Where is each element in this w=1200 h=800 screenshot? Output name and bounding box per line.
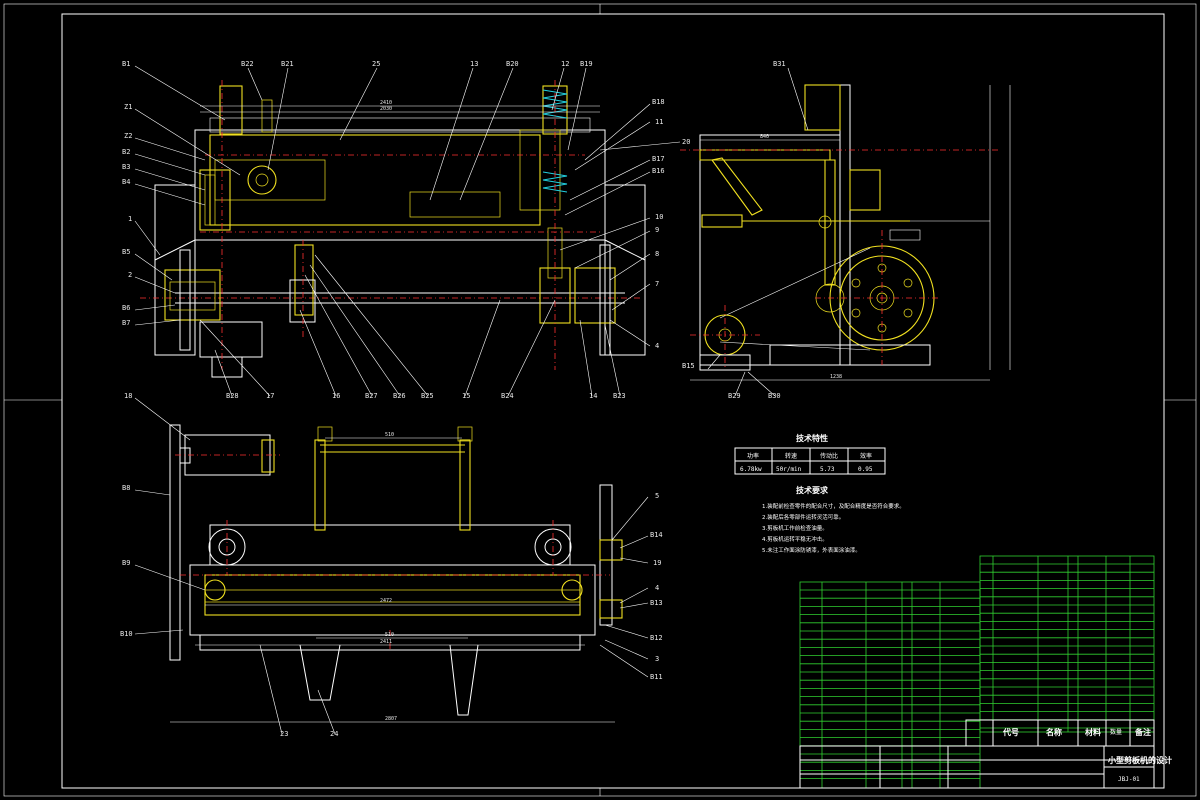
spec-value: 5.73 bbox=[820, 466, 835, 473]
callout-label: 15 bbox=[462, 392, 470, 400]
callout-label: B5 bbox=[122, 248, 130, 256]
callout-label: 3 bbox=[655, 655, 659, 663]
callout-label: 14 bbox=[589, 392, 597, 400]
callout-label: 2 bbox=[128, 271, 132, 279]
callout-label: 25 bbox=[372, 60, 380, 68]
callout-label: B13 bbox=[650, 599, 663, 607]
tech-req-item: 4.剪板机运转平稳无冲击。 bbox=[762, 535, 828, 543]
title-block: 代号 名称 材料 数量 备注 小型剪板机的设计 JBJ-01 bbox=[799, 719, 1172, 789]
plan-view: 2807 2411 2472 510 510 bbox=[134, 397, 649, 735]
callout-label: B21 bbox=[281, 60, 294, 68]
callout-label: 11 bbox=[655, 118, 663, 126]
callout-label: 5 bbox=[655, 492, 659, 500]
callout-label: B24 bbox=[501, 392, 514, 400]
callout-label: B7 bbox=[122, 319, 130, 327]
callout-label: 12 bbox=[561, 60, 569, 68]
tech-req-item: 3.剪板机工作前检查油量。 bbox=[762, 524, 828, 532]
callout-label: B11 bbox=[650, 673, 663, 681]
callout-label: B17 bbox=[652, 155, 665, 163]
callout-label: Z1 bbox=[124, 103, 132, 111]
col-qty: 数量 bbox=[1110, 728, 1122, 736]
callout-label: 20 bbox=[682, 138, 690, 146]
callout-label: B1 bbox=[122, 60, 130, 68]
callout-label: B9 bbox=[122, 559, 130, 567]
drawing-number: JBJ-01 bbox=[1118, 776, 1140, 783]
callout-label: B23 bbox=[613, 392, 626, 400]
svg-text:2411: 2411 bbox=[380, 639, 392, 645]
spec-value: 6.78kw bbox=[740, 466, 762, 473]
drawing-title: 小型剪板机的设计 bbox=[1107, 755, 1172, 765]
callout-label: B14 bbox=[650, 531, 663, 539]
callout-label: B3 bbox=[122, 163, 130, 171]
tech-spec-title: 技术特性 bbox=[796, 433, 828, 443]
spec-header: 传动比 bbox=[820, 452, 838, 460]
side-view: 1238 840 bbox=[680, 67, 1011, 397]
tech-requirements: 技术要求 1.装配前检查零件的配合尺寸，及配合精度是否符合要求。 2.装配后各零… bbox=[762, 485, 905, 554]
callout-label: B2 bbox=[122, 148, 130, 156]
callout-label: B25 bbox=[421, 392, 434, 400]
parts-list-rows bbox=[800, 563, 1154, 779]
col-material: 材料 bbox=[1085, 727, 1101, 737]
callout-label: 13 bbox=[470, 60, 478, 68]
spec-value: 0.95 bbox=[858, 466, 873, 473]
callout-label: B28 bbox=[226, 392, 239, 400]
callout-label: B10 bbox=[120, 630, 133, 638]
spec-header: 效率 bbox=[860, 452, 872, 460]
callout-label: B29 bbox=[728, 392, 741, 400]
callout-label: 4 bbox=[655, 584, 659, 592]
callout-label: B8 bbox=[122, 484, 130, 492]
svg-text:510: 510 bbox=[385, 632, 394, 638]
svg-text:2410: 2410 bbox=[380, 100, 392, 106]
col-note: 备注 bbox=[1134, 727, 1151, 737]
callout-label: B26 bbox=[393, 392, 406, 400]
tech-req-item: 2.装配后各零部件运转灵活可靠。 bbox=[762, 513, 844, 521]
tech-spec-table: 技术特性 功率 转速 传动比 效率 6.78kw 50r/min 5.73 0.… bbox=[734, 433, 886, 475]
callout-label: B30 bbox=[768, 392, 781, 400]
callout-label: 10 bbox=[655, 213, 663, 221]
svg-text:1238: 1238 bbox=[830, 374, 842, 380]
callout-label: B20 bbox=[506, 60, 519, 68]
spec-header: 功率 bbox=[747, 452, 759, 460]
callout-label: 23 bbox=[280, 730, 288, 738]
callout-label: B22 bbox=[241, 60, 254, 68]
tech-req-title: 技术要求 bbox=[796, 485, 829, 495]
front-view: 2410 2030 bbox=[134, 65, 681, 397]
spec-header: 转速 bbox=[785, 452, 797, 460]
callout-label: B4 bbox=[122, 178, 130, 186]
sheet-inner-border bbox=[61, 13, 1165, 789]
svg-text:2030: 2030 bbox=[380, 106, 392, 112]
callout-label: B31 bbox=[773, 60, 786, 68]
svg-text:2472: 2472 bbox=[380, 598, 392, 604]
callout-label: B15 bbox=[682, 362, 695, 370]
col-code: 代号 bbox=[1002, 727, 1019, 737]
callout-label: B16 bbox=[652, 167, 665, 175]
callout-label: B19 bbox=[580, 60, 593, 68]
svg-text:840: 840 bbox=[760, 134, 769, 140]
callout-label: 1 bbox=[128, 215, 132, 223]
callout-label: 18 bbox=[124, 392, 132, 400]
callout-label: 17 bbox=[266, 392, 274, 400]
callout-label: 24 bbox=[330, 730, 338, 738]
callout-labels: B1 Z1 Z2 B2 B3 B4 1 B5 2 B6 B7 B22 B21 2… bbox=[120, 60, 786, 738]
callout-label: 19 bbox=[653, 559, 661, 567]
callout-label: B12 bbox=[650, 634, 663, 642]
col-name: 名称 bbox=[1046, 727, 1062, 737]
callout-label: 8 bbox=[655, 250, 659, 258]
callout-label: 7 bbox=[655, 280, 659, 288]
svg-text:510: 510 bbox=[385, 432, 394, 438]
callout-label: B6 bbox=[122, 304, 130, 312]
callout-label: B18 bbox=[652, 98, 665, 106]
spec-value: 50r/min bbox=[776, 466, 802, 473]
callout-label: Z2 bbox=[124, 132, 132, 140]
svg-text:2807: 2807 bbox=[385, 716, 397, 722]
tech-req-item: 1.装配前检查零件的配合尺寸，及配合精度是否符合要求。 bbox=[762, 502, 905, 510]
parts-list bbox=[799, 555, 1155, 789]
callout-label: 16 bbox=[332, 392, 340, 400]
callout-label: 4 bbox=[655, 342, 659, 350]
callout-label: 9 bbox=[655, 226, 659, 234]
callout-label: B27 bbox=[365, 392, 378, 400]
tech-req-item: 5.未注工作面涂防锈漆，外表面涂油漆。 bbox=[762, 546, 861, 554]
